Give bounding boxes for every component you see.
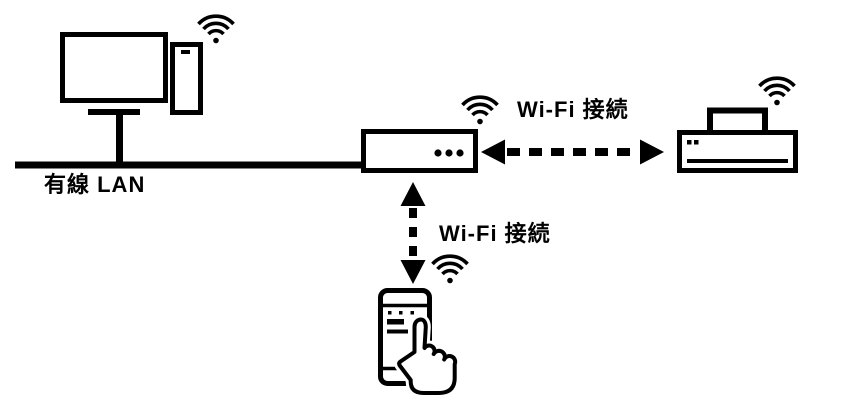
tap-hand-icon: [394, 314, 461, 398]
wifi-signal-icon: [757, 76, 797, 108]
wired-lan-label: 有線 LAN: [44, 172, 146, 197]
wifi-signal-icon: [430, 254, 470, 286]
printer-icon: [677, 107, 798, 173]
smartphone-tap-icon: [378, 288, 461, 398]
dashed-double-arrow-horizontal-icon: [481, 139, 664, 165]
desktop-computer-icon: [60, 32, 203, 166]
wifi-connection-label-smartphone: Wi-Fi 接続: [439, 221, 551, 246]
wifi-connection-label-printer: Wi-Fi 接続: [517, 97, 629, 122]
wifi-signal-icon: [460, 95, 500, 127]
dashed-double-arrow-vertical-icon: [400, 182, 426, 284]
wifi-signal-icon: [196, 14, 236, 46]
wireless-router-icon: [361, 129, 478, 173]
